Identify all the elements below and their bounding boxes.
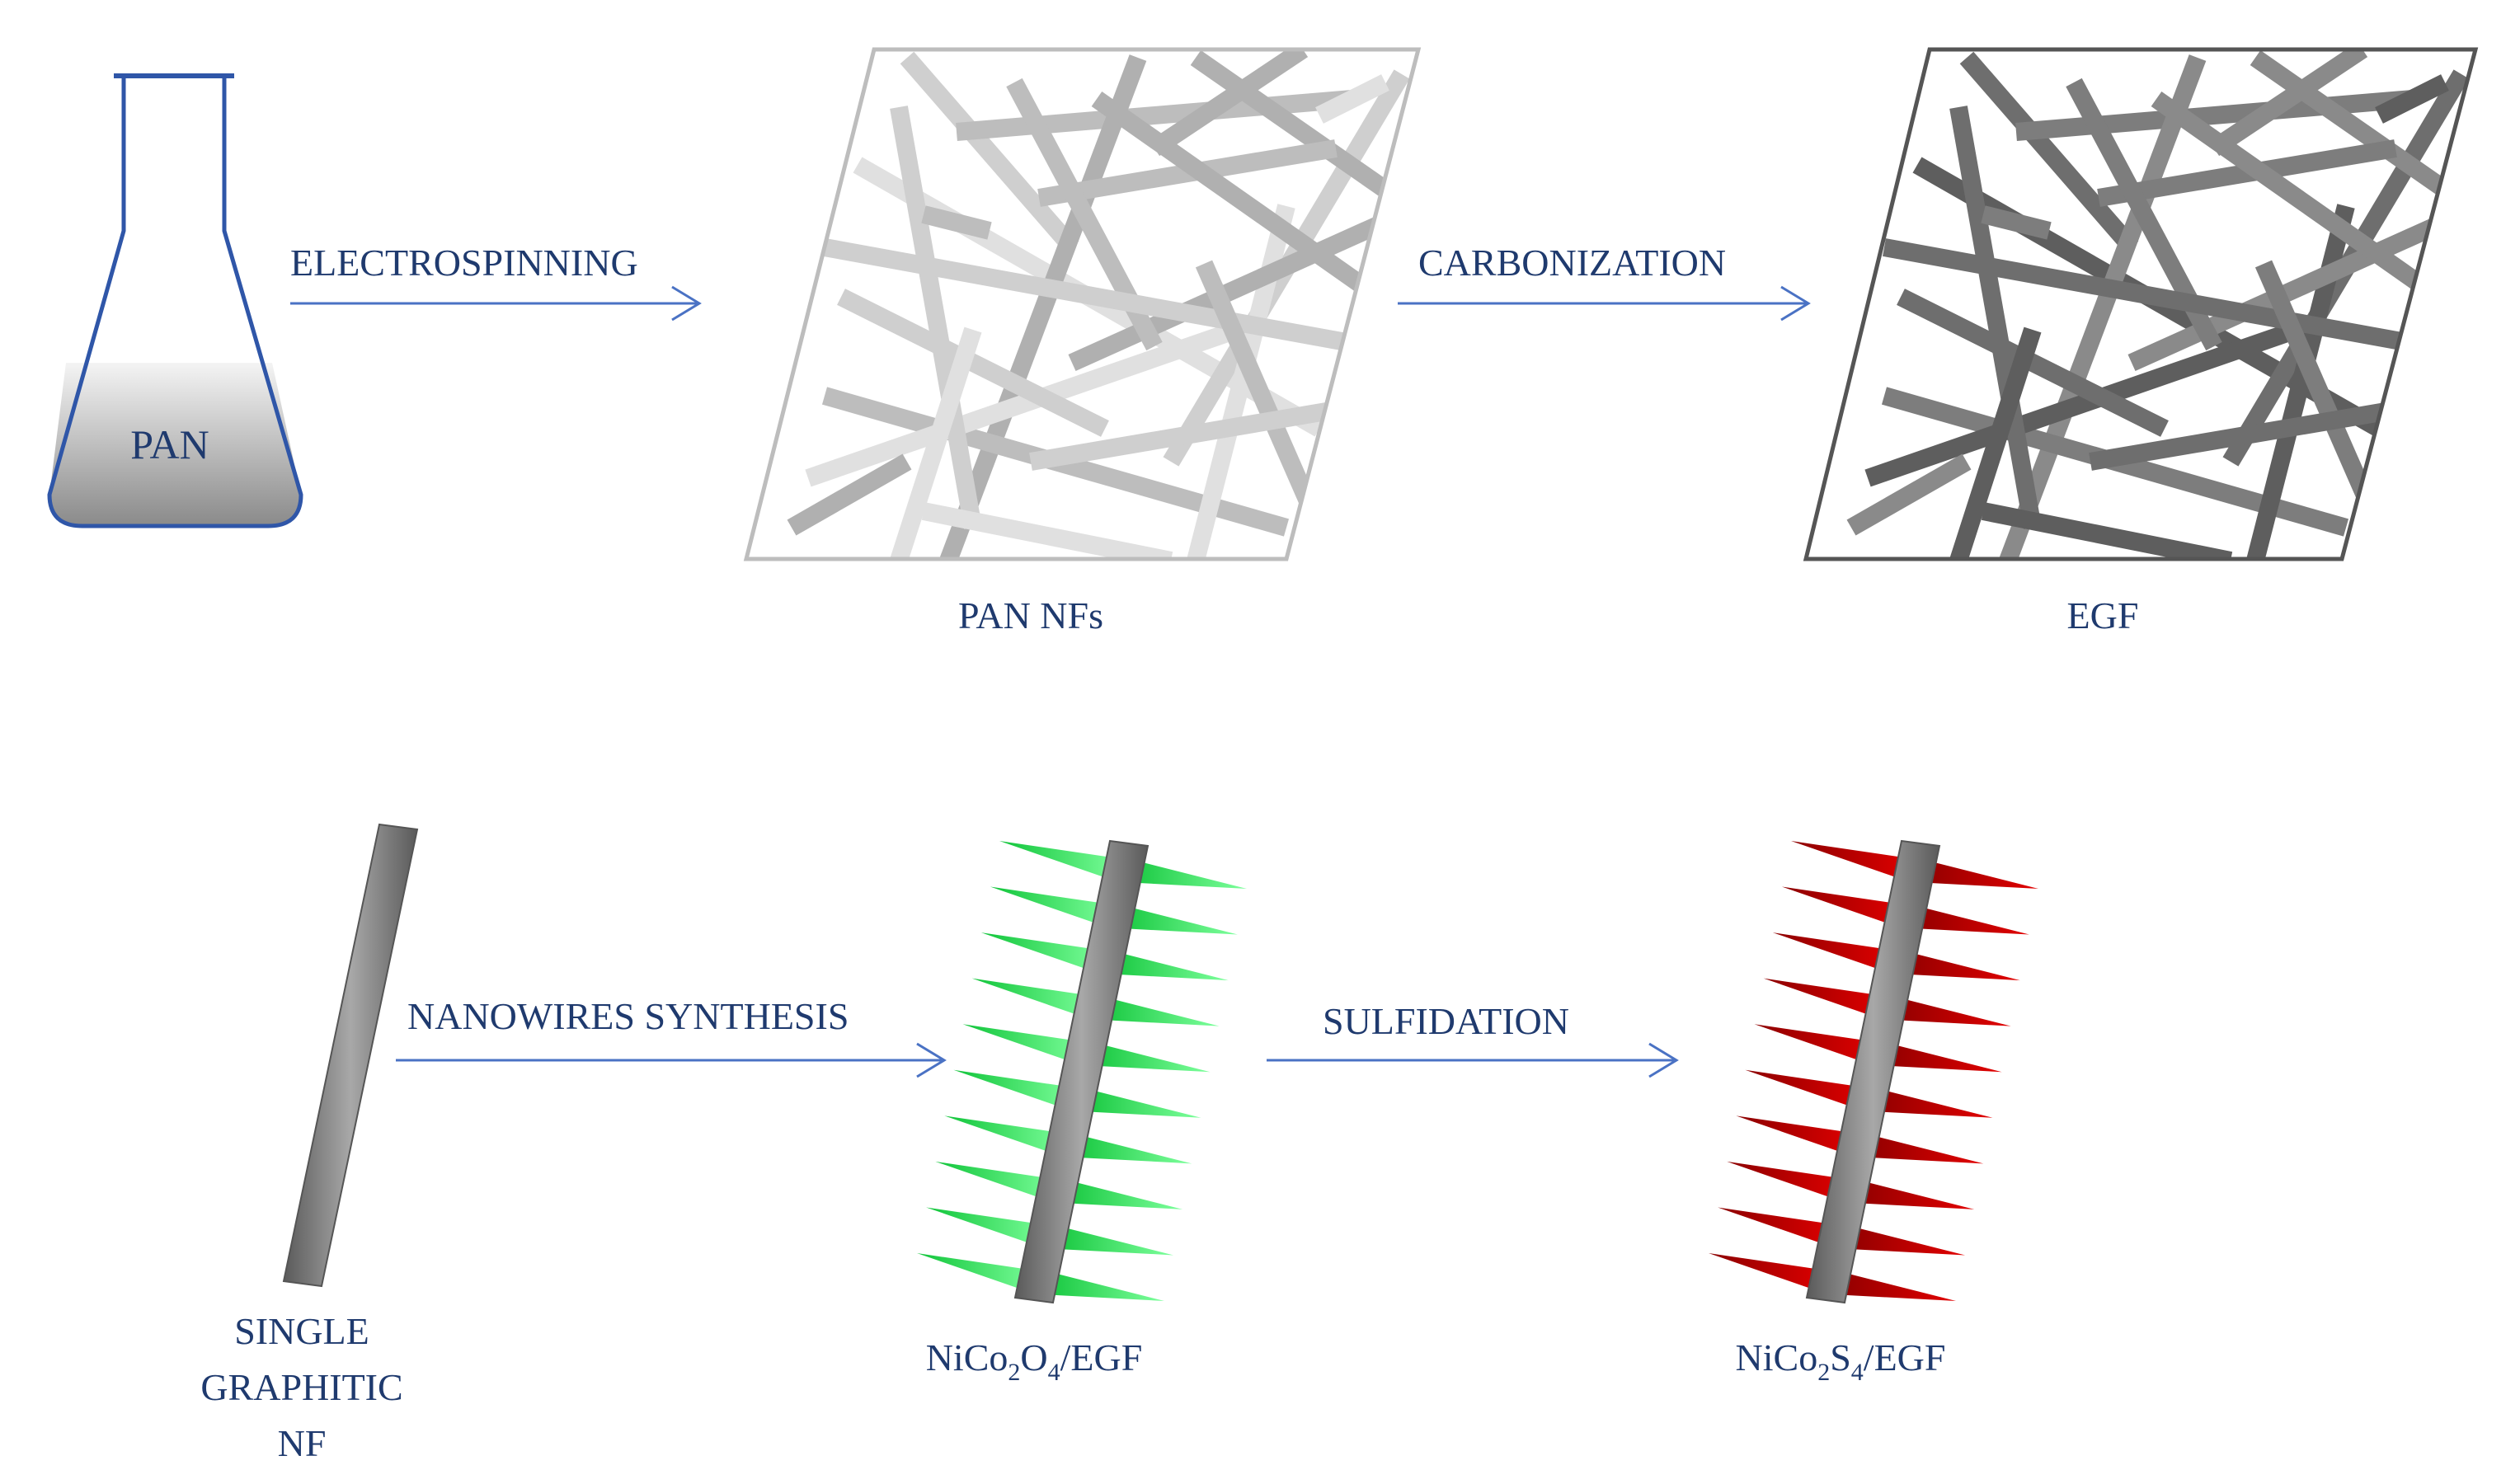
nanowire-spike	[1915, 857, 2038, 889]
fiber	[939, 54, 1147, 559]
nico2o4-nanowires	[917, 841, 1247, 1301]
fiber	[1949, 326, 2042, 559]
nico2s4-nanowires	[1709, 841, 2038, 1301]
nico2s4-label: NiCo2S4/EGF	[1736, 1336, 1946, 1386]
nanowire-spike	[1123, 857, 1247, 889]
fiber	[1315, 74, 1389, 124]
arrow-right-icon	[1398, 285, 1811, 322]
pan-label: PAN	[130, 421, 209, 467]
fiber	[2375, 74, 2449, 124]
nanowire-spike	[1850, 1177, 1975, 1209]
fiber	[2208, 49, 2368, 157]
fiber	[2127, 205, 2466, 372]
nanowire-spike	[1832, 1270, 1956, 1301]
nanowire-spike	[926, 1207, 1051, 1251]
nanowire-spike	[917, 1253, 1041, 1296]
nanowire-spike	[1772, 932, 1897, 976]
fiber	[1864, 321, 2300, 487]
fiber	[1949, 106, 2042, 529]
nanowire-spike	[1745, 1069, 1869, 1113]
fiber	[1981, 205, 2052, 240]
egf-label: EGF	[2067, 594, 2139, 636]
nanowire-spike	[953, 1069, 1078, 1113]
fiber	[787, 453, 912, 536]
fiber	[1195, 260, 1328, 532]
nanowire-spike	[1709, 1253, 1832, 1296]
pan-nfs-label: PAN NFs	[958, 594, 1103, 636]
fiber	[1068, 205, 1406, 372]
nanowire-spike	[1095, 994, 1220, 1026]
nanowire-spike	[1736, 1115, 1860, 1159]
nico2s4-rod	[1805, 839, 1941, 1304]
nanowire-spike	[1050, 1223, 1174, 1256]
pan-nf-mat	[743, 47, 1422, 561]
fiber	[1190, 49, 1391, 198]
fiber	[805, 321, 1240, 487]
fiber	[1883, 238, 2430, 355]
single-nf-rod	[282, 823, 419, 1288]
nanowire-spike	[980, 932, 1105, 976]
fiber	[921, 205, 992, 240]
fiber	[1897, 289, 2169, 437]
nanowire-spike	[1104, 949, 1229, 981]
fiber	[1959, 51, 2139, 254]
fiber	[823, 238, 1370, 355]
nanowire-spike	[1718, 1207, 1842, 1251]
nanowire-spike	[1727, 1161, 1851, 1205]
nanowire-spike	[1077, 1086, 1201, 1118]
fiber	[1846, 453, 1972, 536]
fiber	[837, 289, 1109, 437]
single-nf-label-line3: NF	[278, 1422, 327, 1464]
nanowire-spike	[1887, 994, 2011, 1026]
nanowire-spike	[971, 978, 1096, 1021]
fiber	[2250, 49, 2451, 198]
fiber	[921, 502, 1173, 559]
nanowire-spike	[1896, 949, 2020, 981]
nanowire-spike	[962, 1024, 1087, 1068]
nanowire-spike	[1905, 903, 2029, 935]
fiber	[2151, 91, 2467, 322]
nico2o4-label: NiCo2O4/EGF	[926, 1336, 1143, 1386]
fiber	[900, 51, 1079, 254]
fiber	[890, 106, 982, 529]
fiber	[1149, 49, 1309, 157]
nanowire-spike	[944, 1115, 1069, 1159]
step-sulfidation-label: SULFIDATION	[1323, 1000, 1569, 1042]
step-nanowires-synthesis-label: NANOWIRES SYNTHESIS	[407, 995, 849, 1037]
egf-mat	[1803, 47, 2479, 561]
nanowire-spike	[1059, 1177, 1183, 1209]
nanowire-spike	[1113, 903, 1238, 935]
step-carbonization-label: CARBONIZATION	[1418, 242, 1726, 284]
fiber	[956, 90, 1353, 141]
fiber	[1981, 502, 2233, 559]
step-electrospinning-label: ELECTROSPINNING	[290, 242, 638, 284]
nanowire-spike	[1841, 1223, 1966, 1256]
fiber	[1999, 54, 2207, 559]
nanowire-spike	[1859, 1132, 1984, 1164]
nanowire-spike	[1878, 1040, 2002, 1073]
nanowire-spike	[935, 1161, 1060, 1205]
single-nf-label-line2: GRAPHITIC	[200, 1366, 402, 1408]
nanowire-spike	[1041, 1270, 1164, 1301]
nanowire-spike	[1869, 1086, 1993, 1118]
single-nf-label-line1: SINGLE	[234, 1310, 369, 1352]
flask-icon	[47, 73, 303, 528]
fiber	[890, 326, 982, 559]
nanowire-spike	[990, 886, 1114, 930]
arrow-right-icon	[396, 1042, 947, 1078]
nico2o4-rod	[1013, 839, 1150, 1304]
nanowire-spike	[1068, 1132, 1192, 1164]
fiber	[1091, 91, 1408, 322]
nanowire-spike	[1791, 841, 1915, 884]
nanowire-spike	[1781, 886, 1906, 930]
nanowire-spike	[1763, 978, 1888, 1021]
arrow-right-icon	[1267, 1042, 1679, 1078]
nanowire-spike	[1086, 1040, 1211, 1073]
arrow-right-icon	[290, 285, 702, 322]
fiber	[2015, 90, 2413, 141]
nanowire-spike	[999, 841, 1123, 884]
nanowire-spike	[1754, 1024, 1878, 1068]
